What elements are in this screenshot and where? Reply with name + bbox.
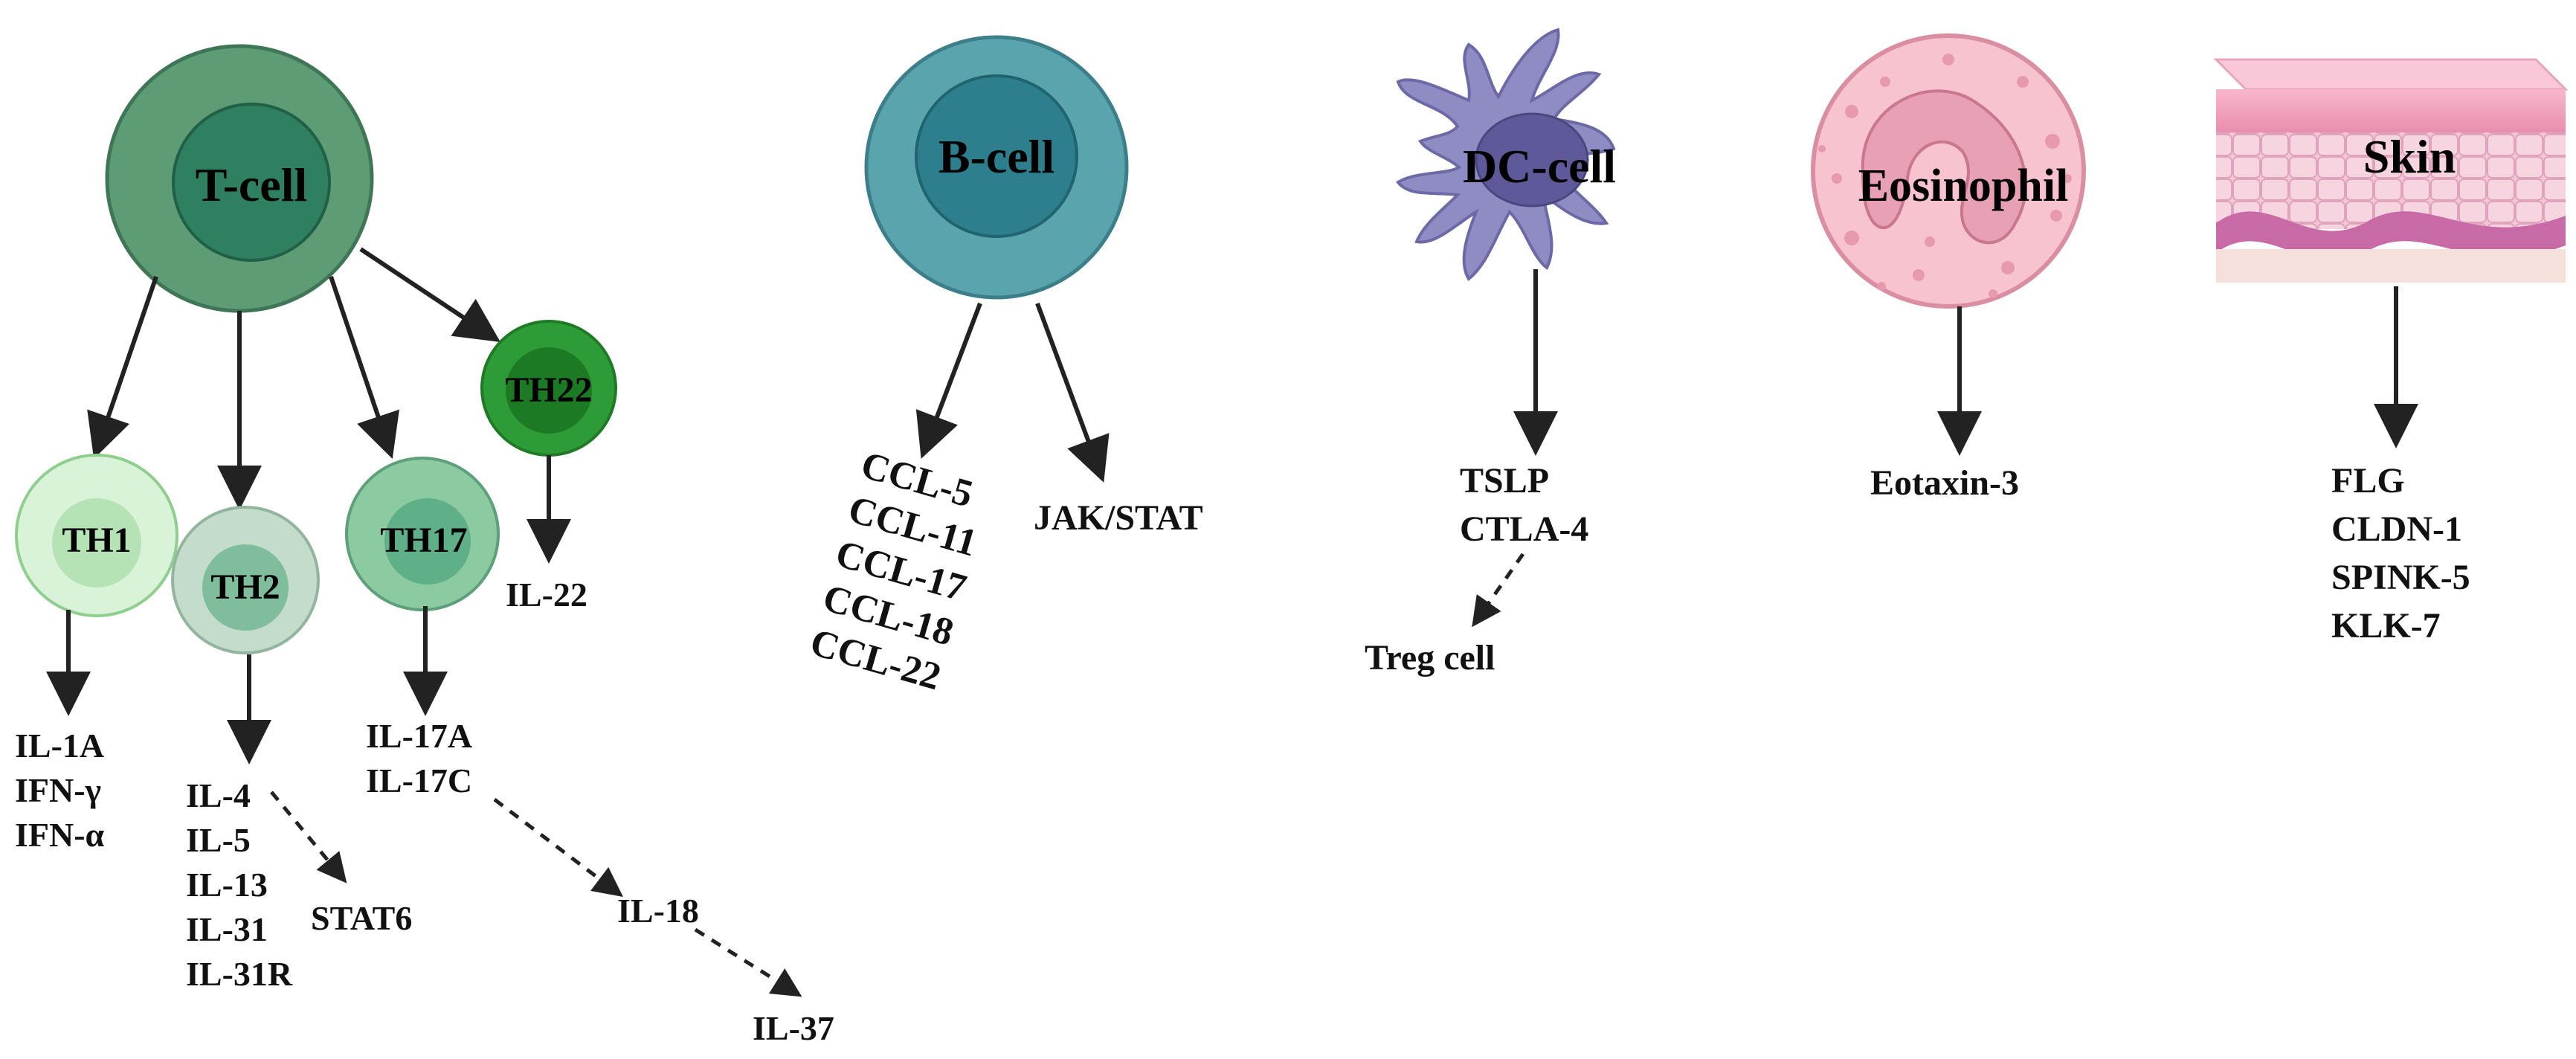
bcell-pathway: JAK/STAT	[1034, 498, 1203, 538]
tcell-label: T-cell	[196, 158, 308, 211]
th2-marker: IL-13	[186, 866, 268, 904]
th17-label: TH17	[380, 521, 467, 560]
arrow-bcell-jakstat	[1035, 302, 1110, 483]
bcell-nucleus	[915, 74, 1078, 238]
skin-label: Skin	[2363, 130, 2456, 183]
bcell-group: B-cell CCL-5 CCL-11 CCL-17 CCL-18 CCL-22…	[805, 35, 1203, 699]
th2-downstream: STAT6	[311, 899, 412, 937]
dc-group: DC-cell TSLP CTLA-4 Treg cell	[1365, 28, 1616, 677]
skin-basal-wave	[2216, 211, 2566, 261]
skin-top-surface	[2213, 58, 2569, 91]
th17-marker: IL-17A	[366, 717, 472, 755]
arrow-tcell-th22	[359, 247, 500, 342]
arrow-tcell-th17	[329, 276, 399, 460]
dc-downstream: Treg cell	[1365, 638, 1495, 677]
th1-marker: IFN-γ	[15, 771, 101, 809]
chemokine-list: CCL-5 CCL-11 CCL-17 CCL-18 CCL-22	[805, 444, 981, 699]
th2-label: TH2	[210, 567, 280, 607]
th1-marker: IL-1A	[15, 727, 104, 765]
skin-group: Skin FLG CLDN-1 SPINK-5 KLK-7	[2213, 58, 2569, 646]
th2-marker: IL-31R	[186, 955, 293, 993]
eosinophil-marker: Eotaxin-3	[1870, 463, 2019, 503]
dc-nucleus	[1475, 112, 1589, 207]
th17-downstream: IL-18	[617, 892, 699, 930]
th1-marker: IFN-α	[15, 816, 105, 854]
th2-marker: IL-4	[186, 776, 251, 814]
skin-marker: KLK-7	[2331, 606, 2441, 646]
th1-label: TH1	[62, 521, 131, 560]
th17-downstream: IL-37	[753, 1009, 834, 1047]
th17-nucleus	[384, 498, 471, 585]
skin-marker: FLG	[2331, 461, 2405, 500]
dashed-arrow-treg	[1472, 553, 1525, 628]
th2-marker: IL-31	[186, 910, 268, 948]
th22-nucleus	[506, 347, 592, 434]
eosinophil-group: Eosinophil Eotaxin-3	[1811, 33, 2086, 503]
tcell-group: T-cell TH1 IL-1A IFN-γ IFN-α TH2 IL-4 IL…	[15, 44, 834, 1047]
tcell-nucleus	[172, 103, 331, 262]
dc-label: DC-cell	[1463, 140, 1616, 193]
skin-marker: SPINK-5	[2331, 558, 2470, 597]
th22-label: TH22	[505, 370, 592, 410]
arrow-tcell-th1	[87, 276, 158, 460]
eosinophil-body	[1811, 33, 2086, 309]
eosinophil-label: Eosinophil	[1858, 161, 2069, 211]
th2-marker: IL-5	[186, 821, 251, 859]
eosinophil-nucleus	[1861, 89, 2027, 245]
arrow-bcell-chemokines	[915, 302, 982, 459]
th22-marker: IL-22	[506, 576, 587, 614]
th2-nucleus	[202, 544, 289, 631]
skin-dermis	[2216, 249, 2566, 283]
dashed-arrow-stat6	[270, 791, 347, 883]
dc-marker: TSLP	[1460, 461, 1549, 500]
skin-epidermis	[2216, 89, 2566, 132]
eosinophil-granules	[1818, 54, 2072, 298]
bcell-label: B-cell	[938, 130, 1054, 183]
dc-marker: CTLA-4	[1460, 509, 1588, 549]
th1-nucleus	[52, 498, 141, 588]
dashed-arrow-il37	[694, 927, 802, 997]
dashed-arrow-il18	[493, 798, 623, 898]
th17-marker: IL-17C	[366, 762, 472, 799]
skin-marker: CLDN-1	[2331, 509, 2462, 549]
